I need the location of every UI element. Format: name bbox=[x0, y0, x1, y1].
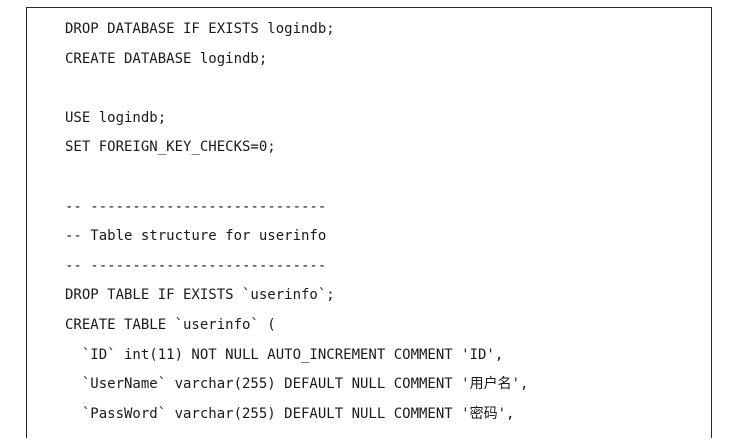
code-lines: DROP DATABASE IF EXISTS logindb; CREATE … bbox=[65, 21, 528, 435]
code-line: SET FOREIGN_KEY_CHECKS=0; bbox=[65, 139, 276, 156]
code-line bbox=[65, 80, 528, 110]
code-line: -- ---------------------------- bbox=[65, 198, 327, 215]
code-line: -- Table structure for userinfo bbox=[65, 228, 327, 245]
code-line: `PassWord` varchar(255) DEFAULT NULL COM… bbox=[65, 405, 515, 422]
code-line: CREATE TABLE `userinfo` ( bbox=[65, 316, 276, 333]
code-line: USE logindb; bbox=[65, 109, 167, 126]
code-block: DROP DATABASE IF EXISTS logindb; CREATE … bbox=[26, 7, 712, 438]
code-line: CREATE DATABASE logindb; bbox=[65, 50, 268, 67]
code-line bbox=[65, 169, 528, 199]
code-line: `UserName` varchar(255) DEFAULT NULL COM… bbox=[65, 376, 529, 393]
code-line: DROP TABLE IF EXISTS `userinfo`; bbox=[65, 287, 335, 304]
code-line: `ID` int(11) NOT NULL AUTO_INCREMENT COM… bbox=[65, 346, 504, 363]
code-line: -- ---------------------------- bbox=[65, 257, 327, 274]
code-line: DROP DATABASE IF EXISTS logindb; bbox=[65, 21, 335, 37]
